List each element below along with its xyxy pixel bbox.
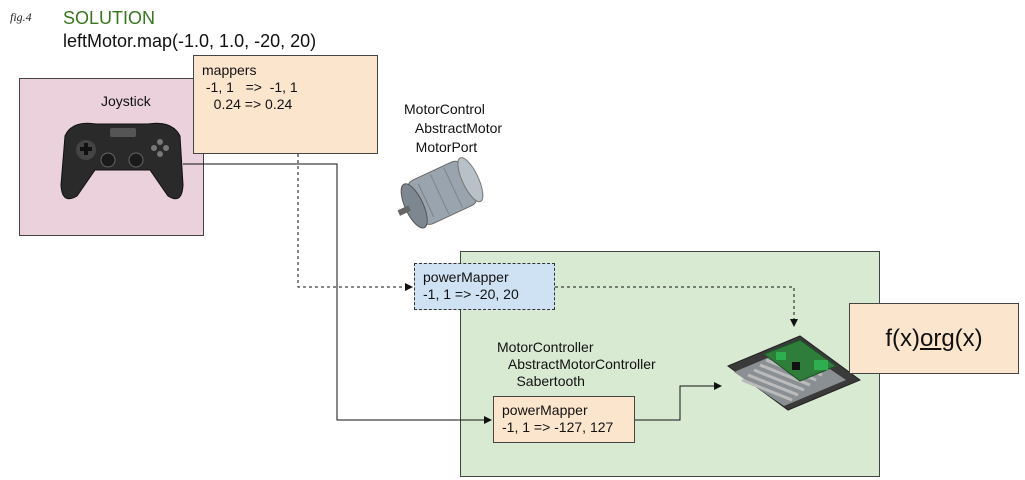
function-f: f(x) <box>885 324 920 352</box>
power-mapper-dashed-title: powerMapper <box>423 269 509 285</box>
solid-link-joystick-to-powermapper <box>183 163 492 424</box>
mappers-box: mappers -1, 1 => -1, 1 0.24 => 0.24 <box>193 55 378 154</box>
dc-motor-icon <box>397 157 484 229</box>
controller-class-3: Sabertooth <box>497 373 585 389</box>
motor-class-hierarchy: MotorControl AbstractMotor MotorPort <box>404 100 502 157</box>
mappers-line-1: -1, 1 => -1, 1 <box>202 79 298 95</box>
joystick-label: Joystick <box>101 93 151 109</box>
figure-label: fig.4 <box>10 10 32 24</box>
motor-controller-class-hierarchy: MotorController AbstractMotorController … <box>497 339 656 390</box>
function-g: g(x) <box>941 324 983 352</box>
power-mapper-solid-title: powerMapper <box>502 402 588 418</box>
controller-class-1: MotorController <box>497 339 594 355</box>
motor-class-2: AbstractMotor <box>404 120 503 136</box>
motor-controller-board-icon <box>726 335 862 411</box>
dashed-link-joystick-to-powermapper <box>297 154 413 291</box>
function-or: or <box>919 324 942 352</box>
controller-class-2: AbstractMotorController <box>497 356 656 372</box>
mappers-title: mappers <box>202 62 257 78</box>
power-mapper-solid-box: powerMapper -1, 1 => -127, 127 <box>493 396 635 443</box>
solid-link-powermapper-to-controller <box>635 382 722 421</box>
solution-title: SOLUTION <box>63 8 156 28</box>
code-line: leftMotor.map(-1.0, 1.0, -20, 20) <box>63 31 317 51</box>
dashed-link-powermapper-to-controller <box>555 286 798 327</box>
power-mapper-dashed-box: powerMapper -1, 1 => -20, 20 <box>414 263 555 310</box>
power-mapper-solid-mapping: -1, 1 => -127, 127 <box>502 419 614 435</box>
motor-class-1: MotorControl <box>404 101 485 117</box>
function-box: f(x) or g(x) <box>849 303 1019 374</box>
gamepad-icon <box>60 122 184 200</box>
mappers-line-2: 0.24 => 0.24 <box>202 96 293 112</box>
motor-class-3: MotorPort <box>404 139 478 155</box>
power-mapper-dashed-mapping: -1, 1 => -20, 20 <box>423 286 519 302</box>
